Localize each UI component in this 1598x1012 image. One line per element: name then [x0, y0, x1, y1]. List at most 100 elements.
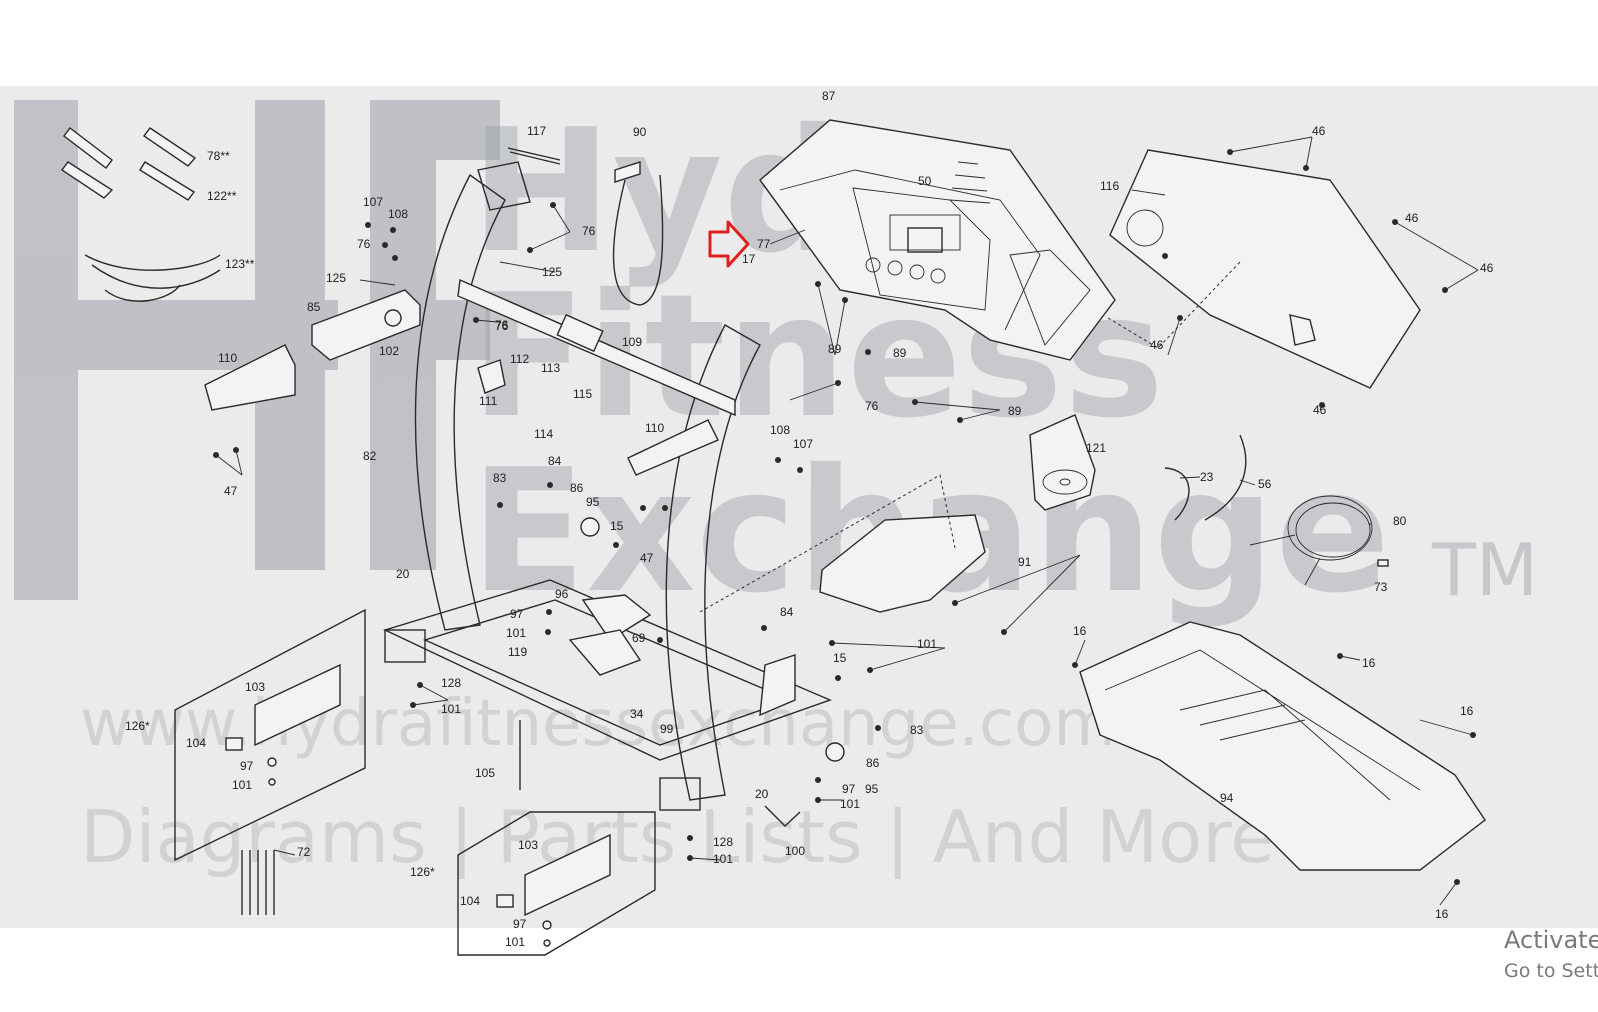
strap-23	[1164, 467, 1190, 521]
motor-hood-91	[819, 514, 986, 613]
console-back-guide	[1107, 261, 1241, 349]
label-108: 108	[388, 207, 408, 221]
key-90	[614, 161, 641, 183]
highlight-arrow	[708, 220, 750, 268]
label-112: 112	[510, 352, 529, 366]
label-80: 80	[1393, 514, 1407, 528]
left-upright	[414, 173, 506, 631]
parts-line-art: 87 46 116 46 46 46 46 50 77 17 89 89 76 …	[60, 89, 1494, 956]
right-hand-grip	[627, 419, 719, 476]
hood-guide	[699, 474, 956, 613]
label-20: 20	[396, 567, 410, 581]
cable-ties-72	[241, 850, 275, 915]
label-16: 16	[1435, 907, 1449, 921]
console-back-slot	[1289, 314, 1316, 346]
label-95: 95	[586, 495, 600, 509]
label-101: 101	[840, 797, 860, 811]
label-90: 90	[633, 125, 647, 139]
label-122**: 122**	[207, 189, 237, 203]
label-46: 46	[1150, 338, 1164, 352]
label-73: 73	[1374, 580, 1388, 594]
crossbar-109	[457, 278, 736, 417]
tube-85	[311, 289, 421, 361]
knob-102	[384, 309, 402, 327]
label-101: 101	[506, 626, 526, 640]
label-47: 47	[224, 484, 238, 498]
bracket-96	[581, 594, 652, 641]
label-20: 20	[755, 787, 769, 801]
weights-78-122	[60, 127, 197, 201]
label-100: 100	[785, 844, 805, 858]
label-76: 76	[357, 237, 371, 251]
watermark-tagline: Diagrams | Parts Lists | And More	[80, 795, 1275, 880]
leader-lines	[215, 136, 1479, 906]
motor-cover-94	[1079, 621, 1486, 871]
label-86: 86	[570, 481, 584, 495]
wheel-95-left	[580, 517, 600, 537]
console-87	[759, 119, 1116, 361]
label-97: 97	[513, 917, 527, 931]
label-91: 91	[1018, 555, 1032, 569]
base-frame	[383, 579, 832, 761]
label-101: 101	[232, 778, 252, 792]
left-hand-grip	[204, 344, 296, 411]
label-50: 50	[918, 174, 932, 188]
label-84: 84	[780, 605, 794, 619]
foot-bracket	[759, 654, 796, 717]
strap-56	[1204, 434, 1247, 521]
label-102: 102	[379, 344, 399, 358]
label-16: 16	[1362, 656, 1376, 670]
label-82: 82	[363, 449, 377, 463]
label-110: 110	[218, 351, 237, 365]
label-126*: 126*	[410, 865, 435, 879]
label-116: 116	[1100, 179, 1119, 193]
activate-windows-watermark: Activate Windows Go to Settings to activ…	[1504, 924, 1598, 986]
label-16: 16	[1073, 624, 1087, 638]
activate-windows-title: Activate Windows	[1504, 926, 1598, 954]
label-69: 69	[632, 631, 646, 645]
activate-windows-subtitle: Go to Settings to activate Windows.	[1504, 960, 1598, 982]
label-109: 109	[622, 335, 642, 349]
label-15: 15	[610, 519, 624, 533]
label-47: 47	[640, 551, 654, 565]
watermark-trademark: TM	[1431, 528, 1538, 612]
label-101: 101	[713, 852, 733, 866]
label-104: 104	[460, 894, 480, 908]
cord-clip-73	[1377, 559, 1389, 567]
label-83: 83	[910, 723, 924, 737]
label-119: 119	[508, 645, 527, 659]
label-128: 128	[441, 676, 461, 690]
label-94: 94	[1220, 791, 1234, 805]
right-upright	[665, 324, 761, 801]
label-107: 107	[793, 437, 813, 451]
label-113: 113	[541, 361, 560, 375]
upright-top-bracket-left	[477, 161, 531, 211]
label-101: 101	[505, 935, 525, 949]
label-46: 46	[1480, 261, 1494, 275]
label-83: 83	[493, 471, 507, 485]
label-76: 76	[495, 318, 509, 332]
label-77: 77	[757, 237, 771, 251]
label-89: 89	[828, 342, 842, 356]
wheel-95-right	[825, 742, 845, 762]
label-125: 125	[326, 271, 346, 285]
label-101: 101	[441, 702, 461, 716]
label-101: 101	[917, 637, 937, 651]
label-110: 110	[645, 421, 664, 435]
label-108: 108	[770, 423, 790, 437]
label-95: 95	[865, 782, 879, 796]
label-72: 72	[297, 845, 311, 859]
label-34: 34	[630, 707, 644, 721]
label-76: 76	[582, 224, 596, 238]
bracket-119	[568, 629, 642, 676]
label-99: 99	[660, 722, 674, 736]
label-46: 46	[1312, 124, 1326, 138]
label-103: 103	[518, 838, 538, 852]
label-96: 96	[555, 587, 569, 601]
label-111: 111	[479, 394, 498, 408]
label-46: 46	[1313, 403, 1327, 417]
label-128: 128	[713, 835, 733, 849]
pin-117	[507, 147, 561, 165]
label-46: 46	[1405, 211, 1419, 225]
